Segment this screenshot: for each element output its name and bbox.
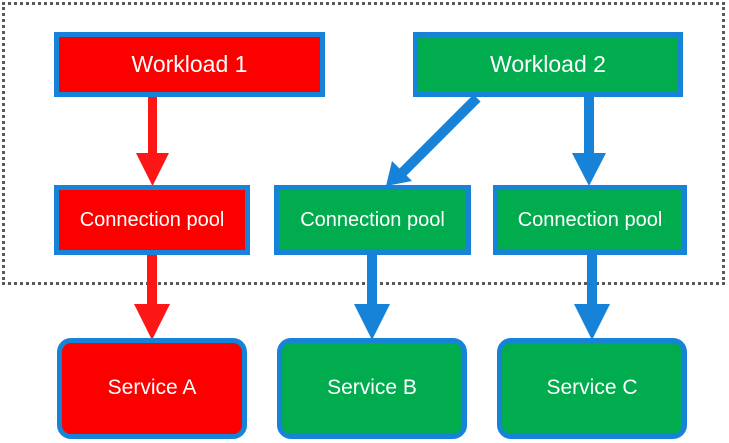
arrow-pool-a-to-service-a [134,255,170,340]
node-workload-1[interactable]: Workload 1 [54,32,325,97]
arrow-workload1-to-pool-a [136,97,169,186]
node-label-service-a: Service A [107,376,197,400]
node-workload-2[interactable]: Workload 2 [413,32,683,97]
arrow-workload2-to-pool-b [386,94,481,186]
node-service-c[interactable]: Service C [497,338,687,439]
node-connection-pool-b[interactable]: Connection pool [274,185,471,255]
arrow-pool-c-to-service-c [574,255,610,340]
node-connection-pool-a[interactable]: Connection pool [54,185,250,255]
arrow-pool-b-to-service-b [354,255,390,340]
node-label-service-b: Service B [327,376,417,400]
node-label-workload-2: Workload 2 [490,51,606,78]
node-service-a[interactable]: Service A [57,338,247,439]
node-label-connection-pool-b: Connection pool [300,208,445,231]
node-label-workload-1: Workload 1 [131,51,248,78]
node-label-connection-pool-c: Connection pool [517,208,663,231]
node-service-b[interactable]: Service B [277,338,467,439]
node-connection-pool-c[interactable]: Connection pool [493,185,687,255]
node-label-service-c: Service C [546,376,638,400]
arrow-workload2-to-pool-c [572,97,606,186]
node-label-connection-pool-a: Connection pool [79,208,225,231]
